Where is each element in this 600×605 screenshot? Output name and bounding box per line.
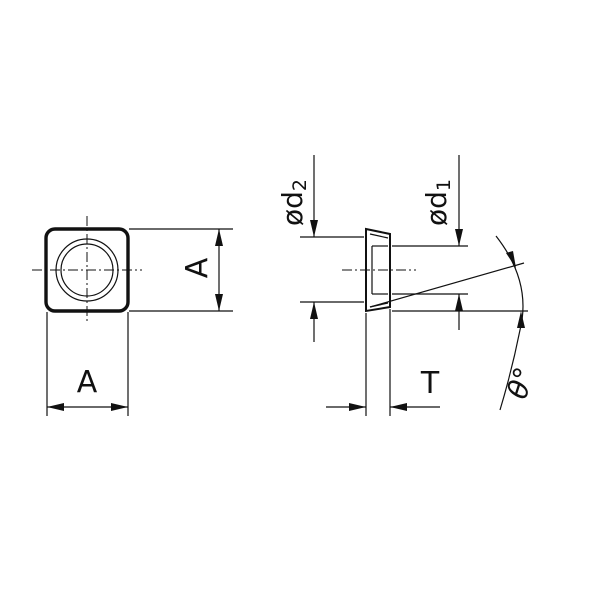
arrowhead-bottom bbox=[215, 294, 223, 311]
arrowhead-bottom bbox=[310, 302, 318, 319]
arrowhead-upper bbox=[506, 251, 516, 268]
thickness-label: T bbox=[420, 366, 440, 401]
angle-label: θ° bbox=[500, 363, 541, 403]
thickness-dimension: T bbox=[326, 309, 440, 416]
arrowhead-lower bbox=[517, 311, 525, 328]
height-label: A bbox=[180, 257, 215, 278]
arrowhead-left bbox=[47, 403, 64, 411]
taper-edge-top bbox=[369, 233, 389, 239]
outer-diameter-label: ød2 bbox=[276, 179, 311, 226]
profile-outline bbox=[365, 227, 391, 313]
height-dimension: A bbox=[129, 228, 233, 312]
width-dimension: A bbox=[46, 312, 129, 416]
arrowhead-left bbox=[349, 403, 366, 411]
arrowhead-right bbox=[390, 403, 407, 411]
inner-diameter-label: ød1 bbox=[420, 179, 455, 226]
front-view bbox=[32, 216, 142, 324]
width-label: A bbox=[77, 365, 98, 400]
angle-dimension: θ° bbox=[369, 235, 541, 411]
arrowhead-top bbox=[455, 229, 463, 246]
side-view bbox=[342, 227, 416, 313]
outer-diameter-dimension: ød2 bbox=[276, 155, 364, 342]
arrowhead-bottom bbox=[455, 294, 463, 311]
arrowhead-top bbox=[215, 229, 223, 246]
arrowhead-right bbox=[111, 403, 128, 411]
angle-taper-line bbox=[369, 262, 525, 308]
inner-diameter-dimension: ød1 bbox=[392, 155, 468, 330]
arrowhead-top bbox=[310, 220, 318, 237]
